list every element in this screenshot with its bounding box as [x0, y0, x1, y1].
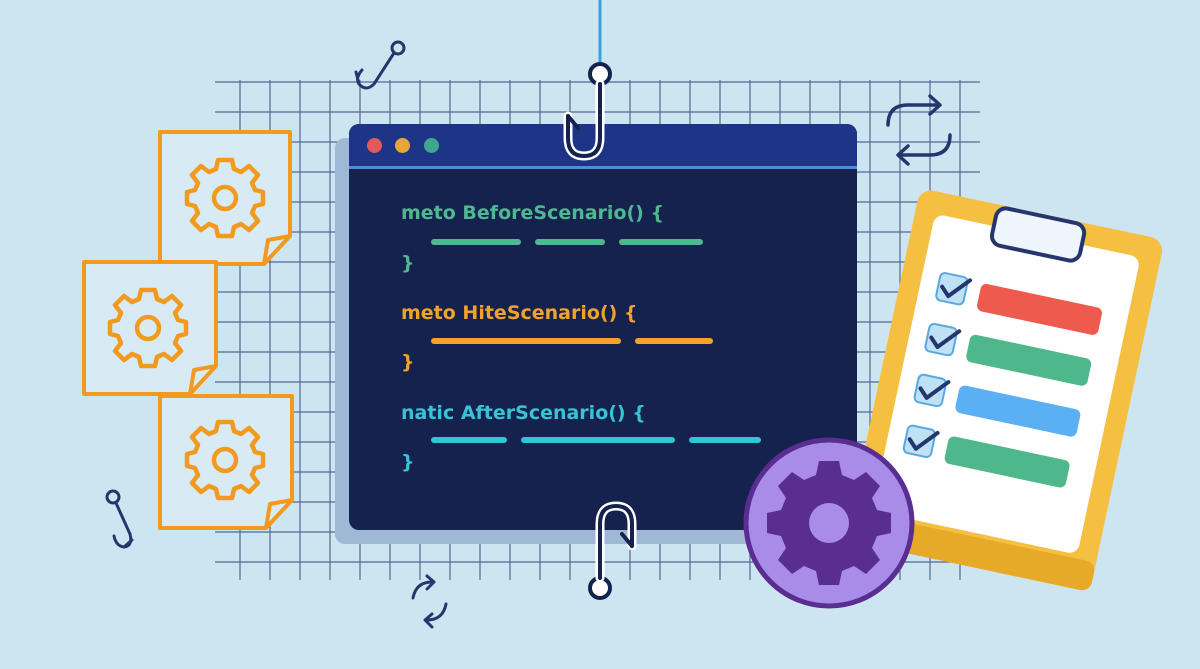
- small-hook-icon-top: [354, 40, 406, 90]
- minimize-window-dot[interactable]: [395, 138, 410, 153]
- fishing-hook-icon-bottom: [588, 501, 637, 600]
- code-placeholder-bar: [431, 338, 621, 344]
- gear-note-1: [158, 130, 292, 266]
- checklist-item-3: [913, 373, 1081, 437]
- clipboard-clip: [989, 206, 1087, 263]
- close-brace: }: [401, 451, 415, 473]
- checkmark-icon: [907, 430, 940, 451]
- gear-note-2: [82, 260, 218, 396]
- close-window-dot[interactable]: [367, 138, 382, 153]
- after-scenario-line: natic AfterScenario() {: [401, 402, 646, 424]
- gear-icon: [767, 461, 891, 585]
- checkmark-icon: [918, 380, 951, 400]
- refresh-icon-top-right: [886, 94, 952, 166]
- hite-scenario-line: meto HiteScenario() {: [401, 302, 638, 324]
- checklist-item-2: [924, 322, 1092, 386]
- gear-note-3: [158, 394, 294, 530]
- code-placeholder-bar: [689, 437, 761, 443]
- fishing-hook-icon-top: [563, 62, 612, 161]
- small-hook-icon-bottom-left: [105, 489, 134, 549]
- code-placeholder-bar: [635, 338, 713, 344]
- checkmark-icon: [929, 329, 962, 350]
- close-brace: }: [401, 351, 415, 373]
- checklist-item-1: [935, 272, 1102, 335]
- code-placeholder-bar: [431, 239, 521, 245]
- gear-notes-group: [82, 130, 294, 530]
- code-placeholder-bar: [431, 437, 507, 443]
- code-placeholder-bar: [535, 239, 605, 245]
- checklist-item-4: [902, 424, 1070, 488]
- close-brace: }: [401, 252, 415, 274]
- maximize-window-dot[interactable]: [424, 138, 439, 153]
- checkmark-icon: [940, 278, 973, 299]
- before-scenario-line: meto BeforeScenario() {: [401, 202, 665, 224]
- code-placeholder-bar: [619, 239, 703, 245]
- code-placeholder-bar: [521, 437, 675, 443]
- refresh-icon-bottom: [411, 574, 448, 629]
